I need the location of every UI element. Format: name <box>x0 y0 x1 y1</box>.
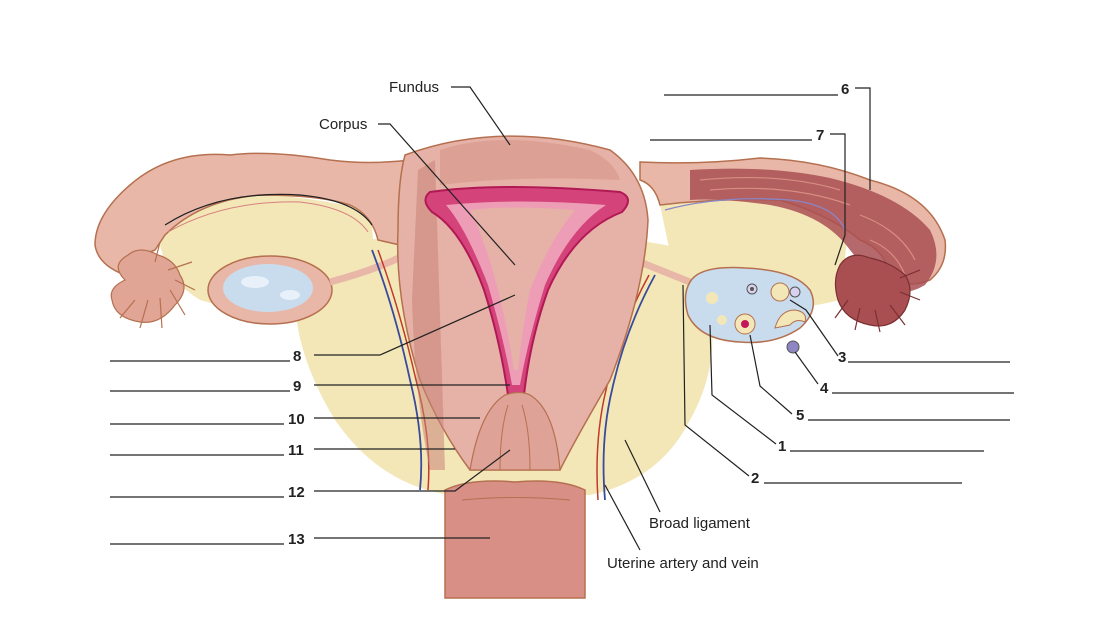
uterus <box>396 135 649 471</box>
number-13: 13 <box>288 531 305 548</box>
number-12: 12 <box>288 484 305 501</box>
label-broad-ligament: Broad ligament <box>649 515 751 532</box>
number-1: 1 <box>778 438 786 455</box>
left-ovary-highlight <box>241 276 269 288</box>
number-6: 6 <box>841 81 849 98</box>
vaginal-fornix <box>461 497 571 501</box>
number-3: 3 <box>838 349 846 366</box>
released-ovum <box>786 340 800 354</box>
number-4: 4 <box>820 380 829 397</box>
answer-blanks <box>110 94 1014 545</box>
left-uterine-vein <box>371 249 423 491</box>
cervix <box>469 391 561 471</box>
number-7: 7 <box>816 127 824 144</box>
number-5: 5 <box>796 407 804 424</box>
number-8: 8 <box>293 348 301 365</box>
label-corpus: Corpus <box>319 116 367 133</box>
right-fallopian-tube <box>639 157 947 333</box>
right-uterine-vein <box>602 274 656 501</box>
leader-lines <box>314 86 871 551</box>
label-uterine-artery-vein: Uterine artery and vein <box>607 555 759 572</box>
label-fundus: Fundus <box>389 79 439 96</box>
left-fallopian-tube <box>94 152 411 329</box>
number-9: 9 <box>293 378 301 395</box>
number-11: 11 <box>288 442 304 459</box>
left-ovary-highlight <box>280 290 300 300</box>
number-10: 10 <box>288 411 305 428</box>
left-ovary-cyst <box>223 264 313 312</box>
right-ovary <box>684 266 815 344</box>
vagina <box>444 480 586 599</box>
number-2: 2 <box>751 470 759 487</box>
